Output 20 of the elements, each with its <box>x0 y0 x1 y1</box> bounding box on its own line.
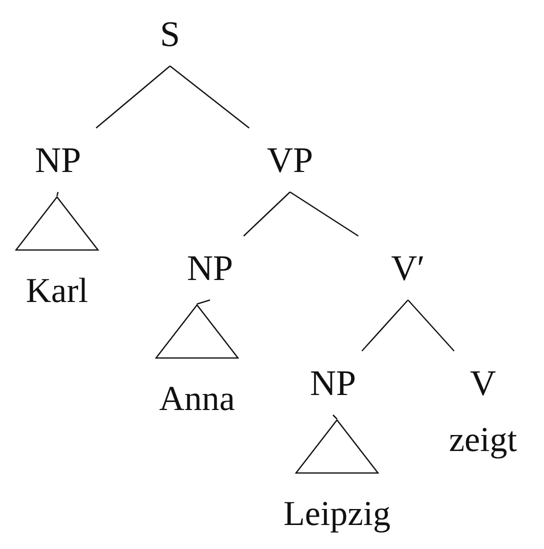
branch-line <box>96 66 170 128</box>
branch-line <box>361 300 408 352</box>
branch-line <box>408 300 455 352</box>
word-label: zeigt <box>448 420 518 460</box>
category-label: S <box>128 2 212 66</box>
branch-line <box>196 299 210 305</box>
word-label: Karl <box>26 271 88 311</box>
category-label: NP <box>16 128 100 192</box>
branch-line <box>56 192 59 196</box>
category-label: NP <box>168 236 252 300</box>
branch-line <box>290 191 359 237</box>
category-label: VP <box>248 128 332 192</box>
category-label: NP <box>291 351 375 415</box>
word-label: Leipzig <box>284 494 390 534</box>
branch-line <box>332 414 338 420</box>
category-label: V <box>470 363 496 403</box>
branch-line <box>243 192 290 236</box>
branch-line <box>170 65 250 129</box>
word-label: Anna <box>159 379 235 419</box>
category-label: V′ <box>366 236 450 300</box>
